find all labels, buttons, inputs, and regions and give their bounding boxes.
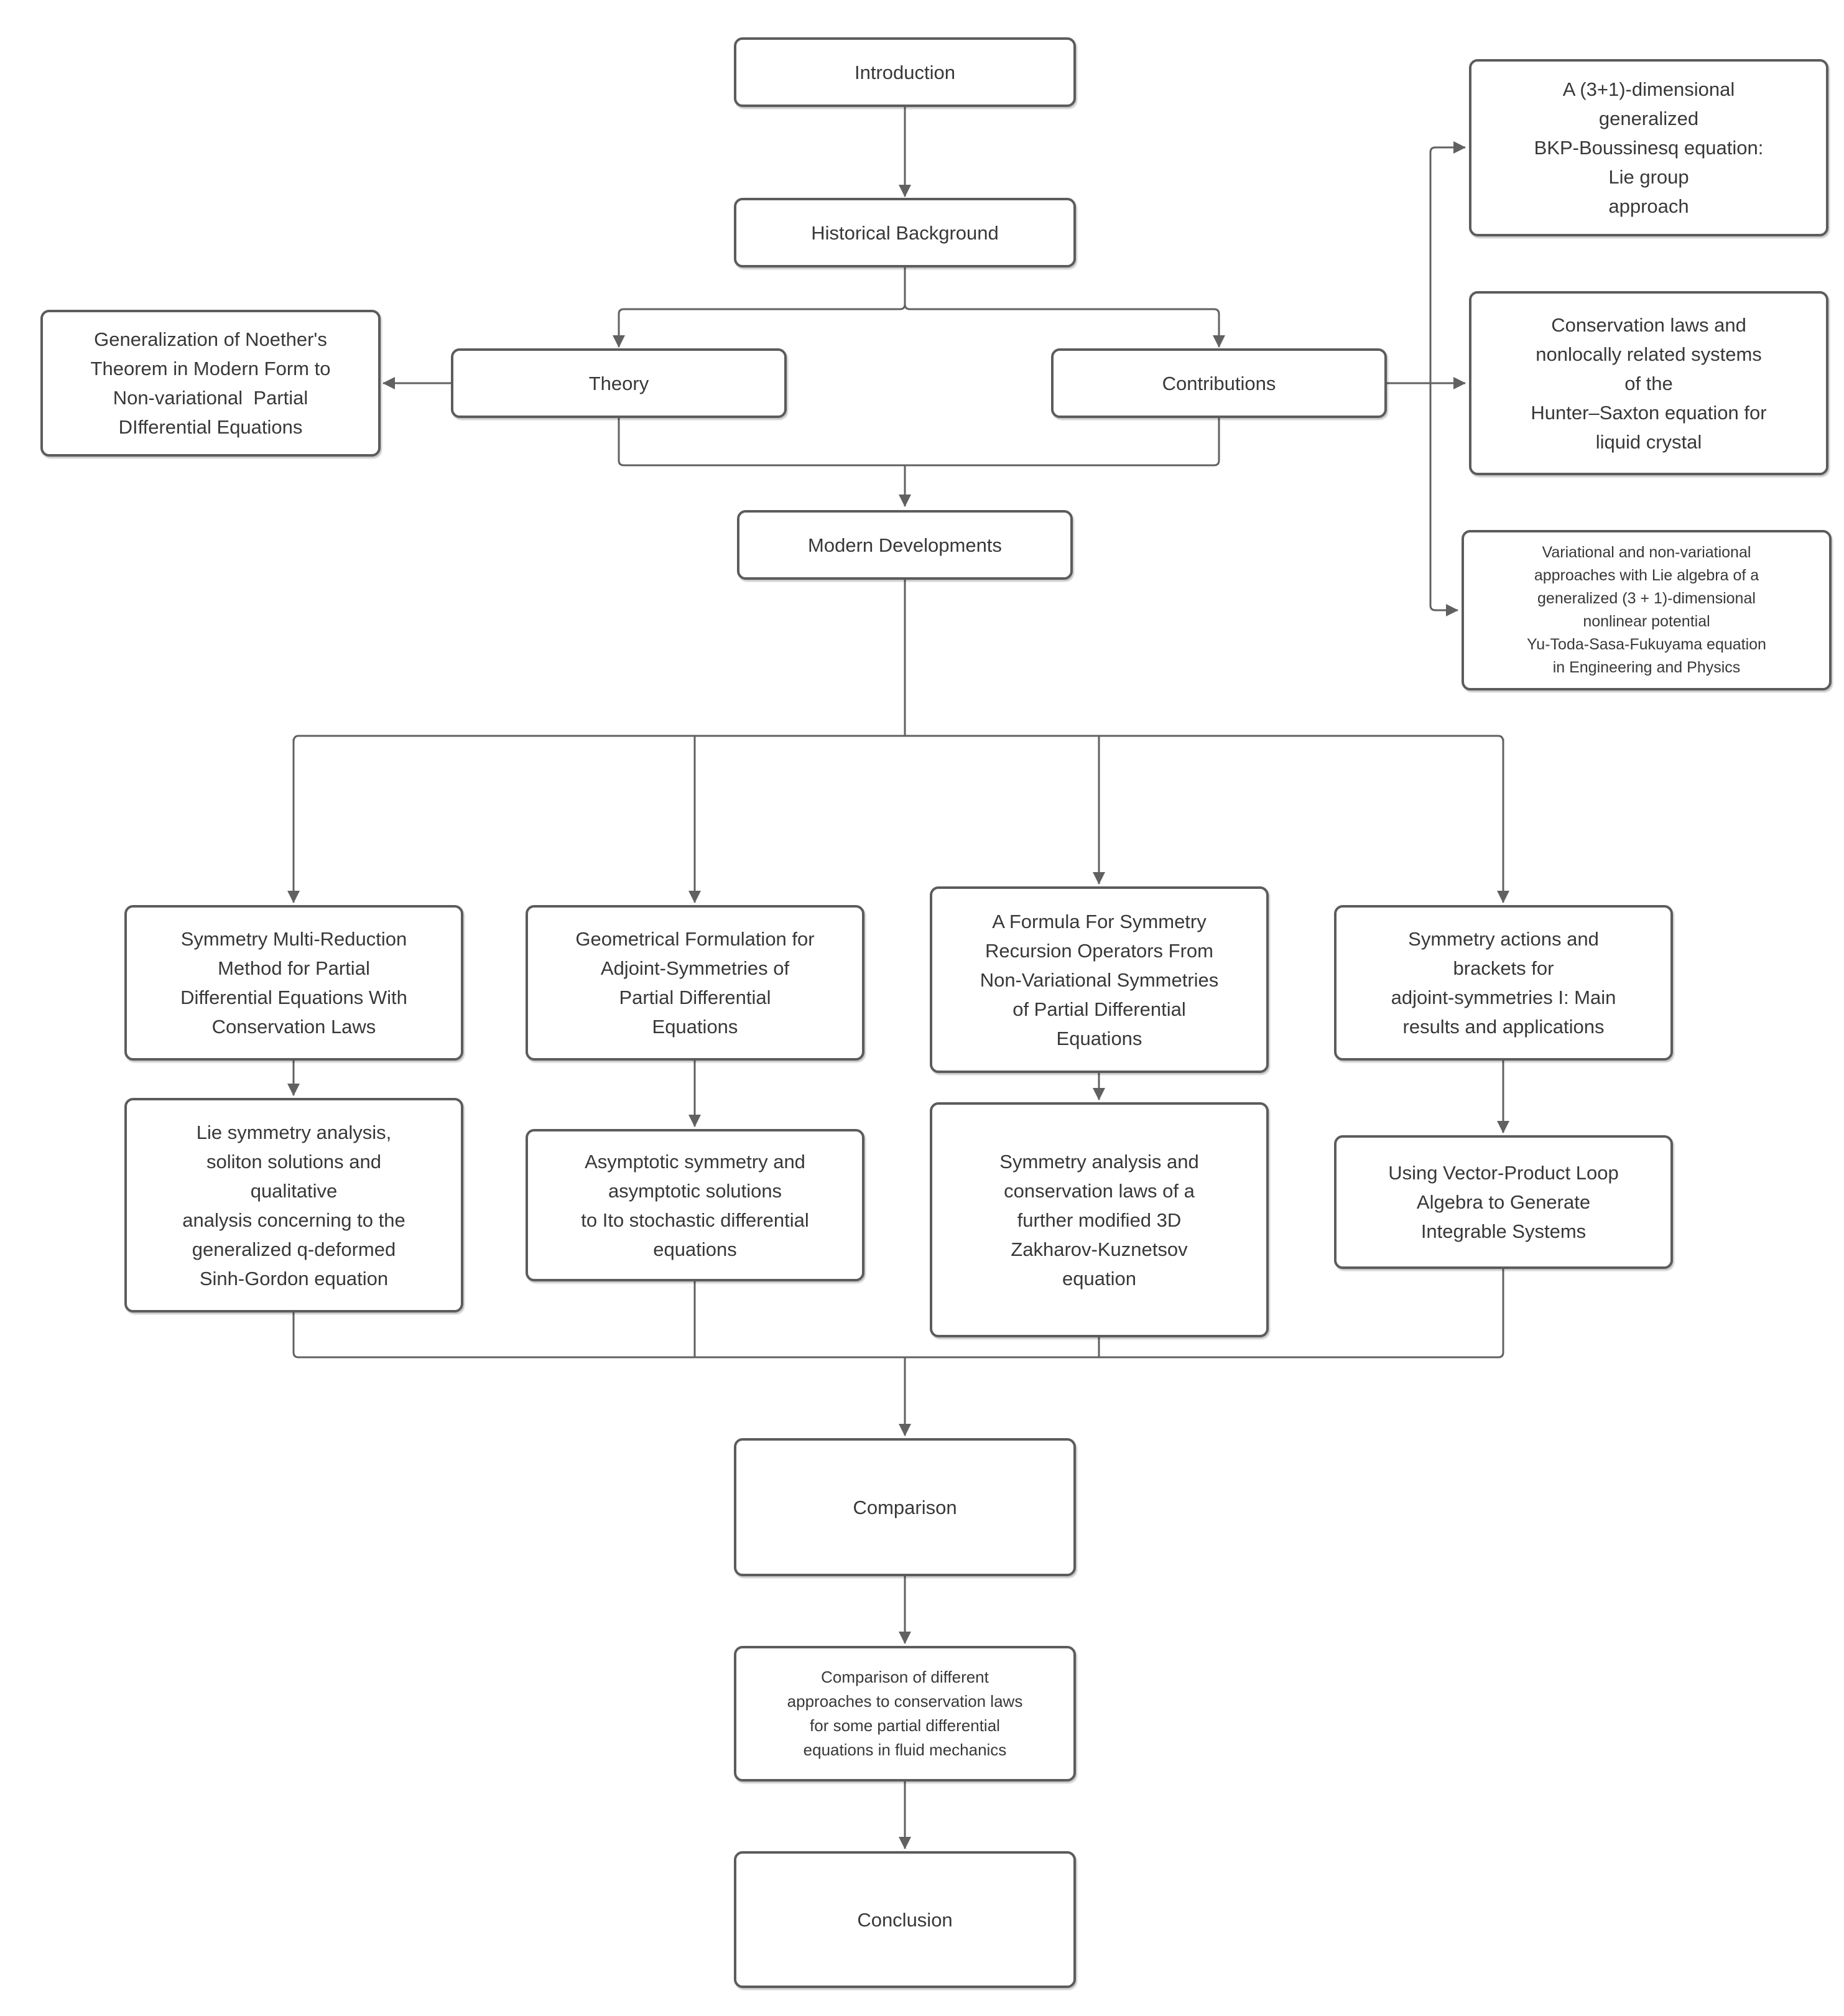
node-noether-generalization: Generalization of Noether's Theorem in M… [40,310,381,457]
edge-theory-to-merge [618,418,905,467]
edge-col1-to-merge2 [292,1312,905,1359]
node-symmetry-recursion-operators-label: A Formula For Symmetry Recursion Operato… [980,910,1219,1049]
edge-rail-to-yu-toda [1429,383,1458,616]
node-lie-symmetry-analysis-label: Lie symmetry analysis, soliton solutions… [182,1121,405,1289]
node-lie-symmetry-analysis: Lie symmetry analysis, soliton solutions… [124,1098,463,1312]
node-hunter-saxton: Conservation laws and nonlocally related… [1469,291,1828,475]
node-symmetry-multi-reduction-label: Symmetry Multi-Reduction Method for Part… [180,928,407,1038]
node-modern-developments: Modern Developments [737,510,1073,580]
node-geometrical-formulation-label: Geometrical Formulation for Adjoint-Symm… [575,928,815,1038]
node-introduction-label: Introduction [855,61,955,83]
branch-line [292,735,1504,743]
node-introduction: Introduction [734,37,1076,107]
node-contributions-label: Contributions [1162,372,1276,394]
node-historical-background: Historical Background [734,198,1076,267]
edge-rail-to-bkp [1429,141,1466,383]
node-conclusion-label: Conclusion [857,1908,953,1931]
node-yu-toda-sasa-fukuyama-label: Variational and non-variational approach… [1527,544,1766,676]
node-zakharov-kuznetsov-label: Symmetry analysis and conservation laws … [999,1150,1199,1289]
node-hunter-saxton-label: Conservation laws and nonlocally related… [1531,314,1767,453]
node-theory: Theory [451,348,787,418]
edge-historical-to-contributions [904,267,1225,348]
node-asymptotic-symmetry: Asymptotic symmetry and asymptotic solut… [526,1129,864,1281]
node-comparison-detail-label: Comparison of different approaches to co… [787,1668,1023,1759]
node-bkp-boussinesq-label: A (3+1)-dimensional generalized BKP-Bous… [1534,78,1764,217]
node-comparison: Comparison [734,1438,1076,1576]
node-symmetry-actions-brackets: Symmetry actions and brackets for adjoin… [1334,905,1673,1061]
node-comparison-detail: Comparison of different approaches to co… [734,1646,1076,1781]
node-conclusion: Conclusion [734,1851,1076,1988]
node-noether-generalization-label: Generalization of Noether's Theorem in M… [90,328,331,438]
node-theory-label: Theory [588,372,649,394]
edge-historical-to-theory [613,267,906,348]
node-vector-product-loop-algebra-label: Using Vector-Product Loop Algebra to Gen… [1388,1162,1619,1242]
node-asymptotic-symmetry-label: Asymptotic symmetry and asymptotic solut… [581,1150,809,1260]
node-yu-toda-sasa-fukuyama: Variational and non-variational approach… [1462,530,1832,690]
edge-col4-to-merge2 [905,1269,1504,1359]
node-zakharov-kuznetsov: Symmetry analysis and conservation laws … [930,1102,1269,1337]
node-historical-background-label: Historical Background [811,221,999,244]
node-bkp-boussinesq: A (3+1)-dimensional generalized BKP-Bous… [1469,59,1828,236]
node-symmetry-recursion-operators: A Formula For Symmetry Recursion Operato… [930,886,1269,1073]
node-comparison-label: Comparison [853,1496,957,1518]
node-geometrical-formulation: Geometrical Formulation for Adjoint-Symm… [526,905,864,1061]
node-symmetry-actions-brackets-label: Symmetry actions and brackets for adjoin… [1391,928,1616,1038]
node-modern-developments-label: Modern Developments [808,534,1002,556]
edge-contributions-to-merge [905,418,1220,467]
node-contributions: Contributions [1051,348,1387,418]
node-vector-product-loop-algebra: Using Vector-Product Loop Algebra to Gen… [1334,1135,1673,1269]
node-symmetry-multi-reduction: Symmetry Multi-Reduction Method for Part… [124,905,463,1061]
